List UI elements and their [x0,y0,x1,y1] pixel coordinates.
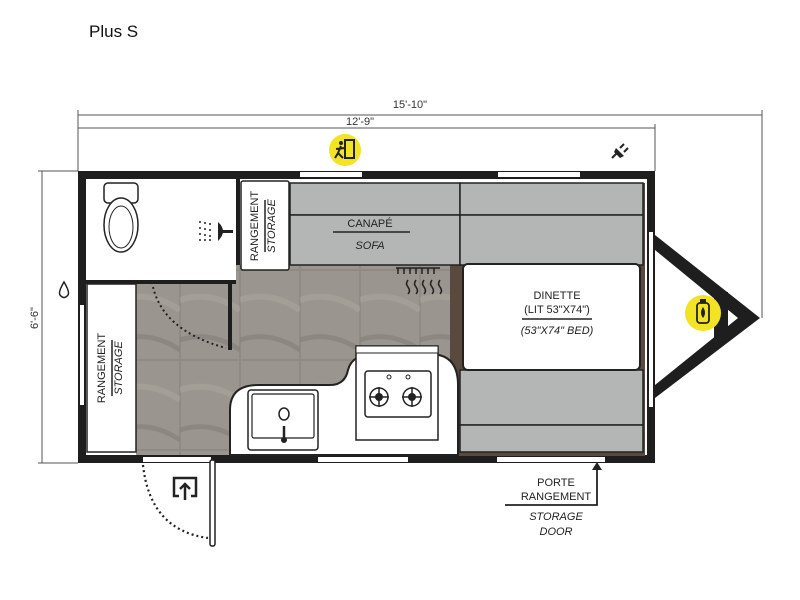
window [497,457,605,462]
storage-label-en: STORAGE [266,199,278,253]
window [300,172,362,177]
propane-tank-icon [685,295,721,331]
storage-door-label-fr-1: PORTE [537,477,575,489]
width-label: 6'-6" [29,307,41,329]
dinette: DINETTE (LIT 53"X74") (53"X74" BED) [459,182,644,453]
entry-door [141,459,216,547]
storage-door-callout: PORTE RANGEMENT STORAGE DOOR [505,462,602,538]
storage-label-fr: RANGEMENT [249,191,261,262]
emergency-exit-icon [329,134,361,166]
sofa-label-fr: CANAPÉ [347,217,392,230]
dimension-box: 12'-9" [78,116,656,171]
storage-cabinet-upper: RANGEMENT STORAGE [240,180,290,271]
bathroom-door-swing [151,281,227,349]
dinette-bed-label-en: (53"X74" BED) [521,325,594,337]
storage-label-fr: RANGEMENT [96,333,108,404]
power-plug-icon [611,143,629,159]
storage-door-label-en-2: DOOR [540,526,573,538]
dinette-bed-label-fr: (LIT 53"X74") [524,304,590,316]
dinette-label: DINETTE [533,290,580,302]
kitchen-counter [229,345,459,456]
window [143,457,211,462]
furnace-icon [396,267,443,295]
overall-length-label: 15'-10" [393,99,427,111]
sink-icon [247,389,319,451]
window [80,305,84,405]
storage-door-label-fr-2: RANGEMENT [521,491,592,503]
entry-door-icon [172,476,198,500]
storage-label-en: STORAGE [113,341,125,395]
sofa: CANAPÉ SOFA [289,182,461,266]
window [649,232,653,407]
dimension-width: 6'-6" [29,170,78,464]
bathroom [86,179,240,350]
window [498,172,580,177]
box-length-label: 12'-9" [346,116,374,128]
window [318,457,408,462]
sofa-label-en: SOFA [355,240,384,252]
shower-icon [199,221,233,241]
dimension-overall: 15'-10" [77,99,763,318]
windows [80,172,653,462]
floorplan-title: Plus S [89,22,139,41]
storage-cabinet-left: RANGEMENT STORAGE [86,283,137,453]
stove-icon [355,345,439,441]
water-drop-icon [58,280,70,299]
storage-door-label-en-1: STORAGE [529,511,583,523]
toilet-icon [103,182,139,253]
